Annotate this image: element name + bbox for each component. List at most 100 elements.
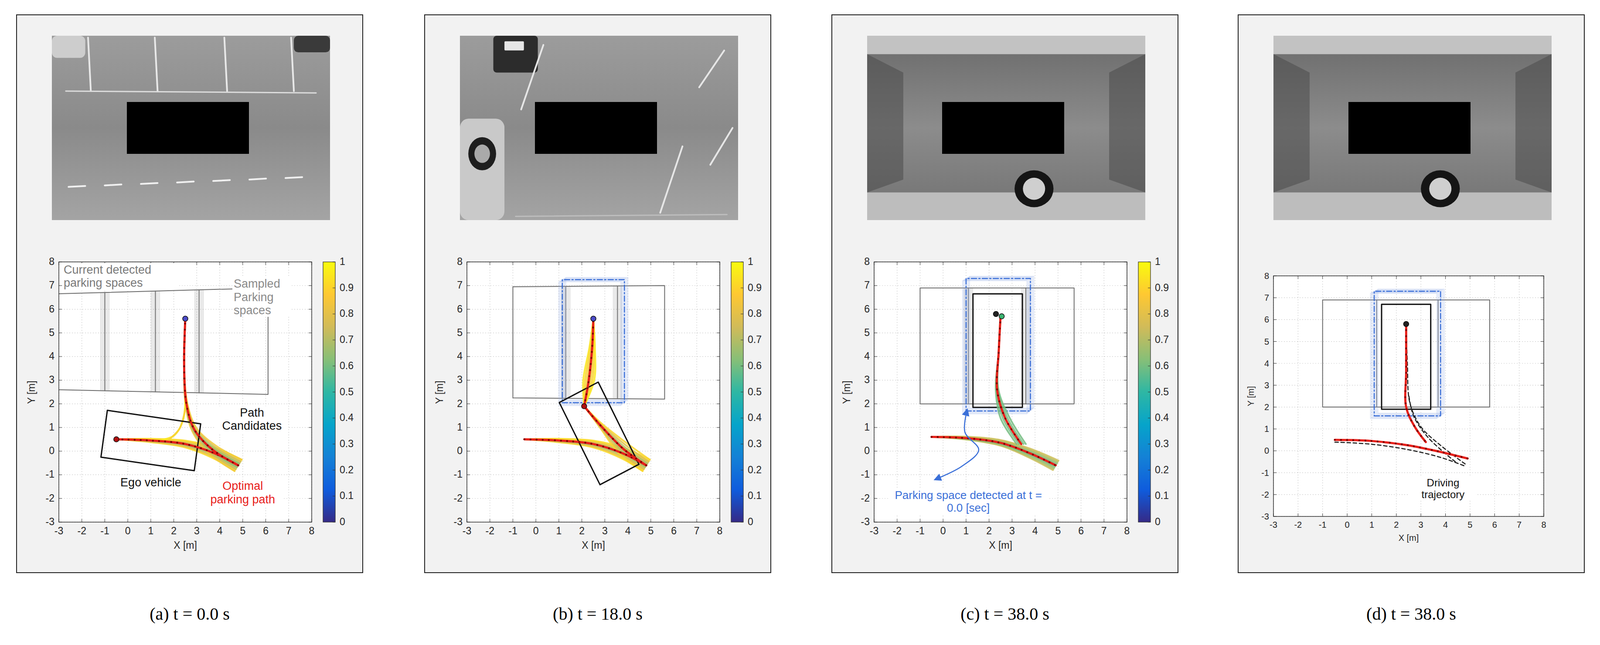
path-sample <box>1424 447 1427 450</box>
axis-tick-label: 6 <box>262 525 269 538</box>
axis-tick <box>265 519 266 523</box>
axis-tick <box>308 522 312 523</box>
axis-tick <box>308 262 312 263</box>
parked-car <box>459 118 505 221</box>
colorbar-tick-label: 1 <box>747 256 754 268</box>
path-sample <box>991 440 994 443</box>
axis-tick <box>1273 384 1277 386</box>
axis-tick <box>1273 494 1277 495</box>
camera-image <box>867 35 1146 221</box>
path-sample <box>590 350 593 353</box>
colorbar-tick <box>1147 287 1151 289</box>
axis-tick-label: 1 <box>1369 520 1375 530</box>
axis-tick <box>466 427 470 428</box>
axis-tick-label: 8 <box>864 256 870 268</box>
path-endpoint <box>999 313 1005 320</box>
axis-tick <box>308 332 312 334</box>
path-sample <box>588 375 591 378</box>
axis-tick <box>1395 275 1397 280</box>
path-sample <box>146 439 148 442</box>
axis-tick-label: 2 <box>986 525 992 538</box>
grid-line <box>1273 384 1544 386</box>
plot-content <box>512 277 665 485</box>
axis-tick <box>1297 513 1299 517</box>
sampled-parking-line <box>153 291 155 392</box>
path-sample <box>1442 451 1445 454</box>
path-sample <box>183 328 186 331</box>
annotation-text: Sampled Parking spaces <box>232 277 292 317</box>
parking-line <box>154 37 158 92</box>
axis-tick-label: -1 <box>1261 467 1270 478</box>
lane-dash <box>177 181 194 183</box>
axis-tick-label: 3 <box>1009 525 1015 538</box>
path-endpoint <box>590 316 596 322</box>
axis-tick <box>1273 319 1277 320</box>
axis-tick-label: 8 <box>717 525 723 538</box>
figure-panel: (d) t = 38.0 s-3-2-1012345678-3-2-101234… <box>1237 14 1585 574</box>
axis-tick <box>1273 450 1277 452</box>
camera-image <box>1273 35 1552 221</box>
parking-line <box>699 50 725 88</box>
path-sample <box>997 441 1000 444</box>
colorbar-tick-label: 0.8 <box>1154 308 1169 320</box>
sampled-parking-line <box>569 286 571 399</box>
path-sample <box>1358 439 1361 442</box>
axis-tick <box>535 262 537 266</box>
colorbar-tick-label: 0.3 <box>1154 438 1169 450</box>
axis-tick <box>1540 516 1544 518</box>
axis-tick <box>58 522 62 523</box>
lane-dash <box>213 180 230 181</box>
axis-tick <box>196 519 198 523</box>
grid-line <box>874 474 1127 476</box>
path-sample <box>996 370 998 372</box>
axis-tick <box>265 262 266 266</box>
path-sample <box>1405 341 1407 344</box>
axis-tick <box>965 262 967 266</box>
colorbar-tick <box>332 365 336 367</box>
axis-tick <box>1126 519 1128 523</box>
axis-tick <box>716 356 720 358</box>
grid-line <box>1034 262 1035 523</box>
path-sample <box>595 419 598 422</box>
axis-tick <box>696 519 698 523</box>
axis-tick <box>874 309 878 310</box>
path-sample <box>591 344 593 347</box>
axis-tick <box>716 427 720 428</box>
colorbar-tick <box>332 469 336 471</box>
sampled-parking-line <box>150 291 152 392</box>
axis-tick-label: 3 <box>1264 380 1270 391</box>
path-sample <box>1054 464 1056 467</box>
axis-tick-label: 2 <box>170 525 177 538</box>
path-sample <box>1334 439 1336 441</box>
path-sample <box>603 428 606 431</box>
axis-tick-label: 5 <box>647 525 654 538</box>
axis-tick-label: -1 <box>100 525 109 538</box>
sampled-parking-line <box>198 289 200 393</box>
path-candidate <box>996 316 1022 445</box>
sampled-parking-line <box>194 289 196 393</box>
axis-tick <box>311 262 313 266</box>
axis-tick <box>1518 275 1520 280</box>
privacy-mask <box>126 102 249 154</box>
license-plate <box>504 41 525 51</box>
grid-line <box>874 380 1127 381</box>
grid-line <box>104 262 106 523</box>
colorbar-tick <box>332 287 336 289</box>
grid-line <box>874 356 1127 357</box>
axis-tick <box>1540 494 1544 495</box>
colorbar-tick <box>740 391 744 393</box>
sampled-parking-line <box>101 292 103 391</box>
axis-tick <box>942 262 944 266</box>
axis-tick-label: 1 <box>1264 424 1270 434</box>
axis-tick-label: -1 <box>45 469 55 481</box>
axis-tick-label: 6 <box>864 303 870 316</box>
path-candidate <box>183 318 242 460</box>
axis-tick <box>716 474 720 476</box>
path-sample <box>1370 440 1373 443</box>
plot-frame <box>874 262 1127 523</box>
axis-tick <box>489 519 491 523</box>
axis-tick <box>150 519 151 523</box>
path-sample <box>1410 419 1413 422</box>
parking-line <box>515 214 728 217</box>
axis-tick <box>1347 513 1348 517</box>
